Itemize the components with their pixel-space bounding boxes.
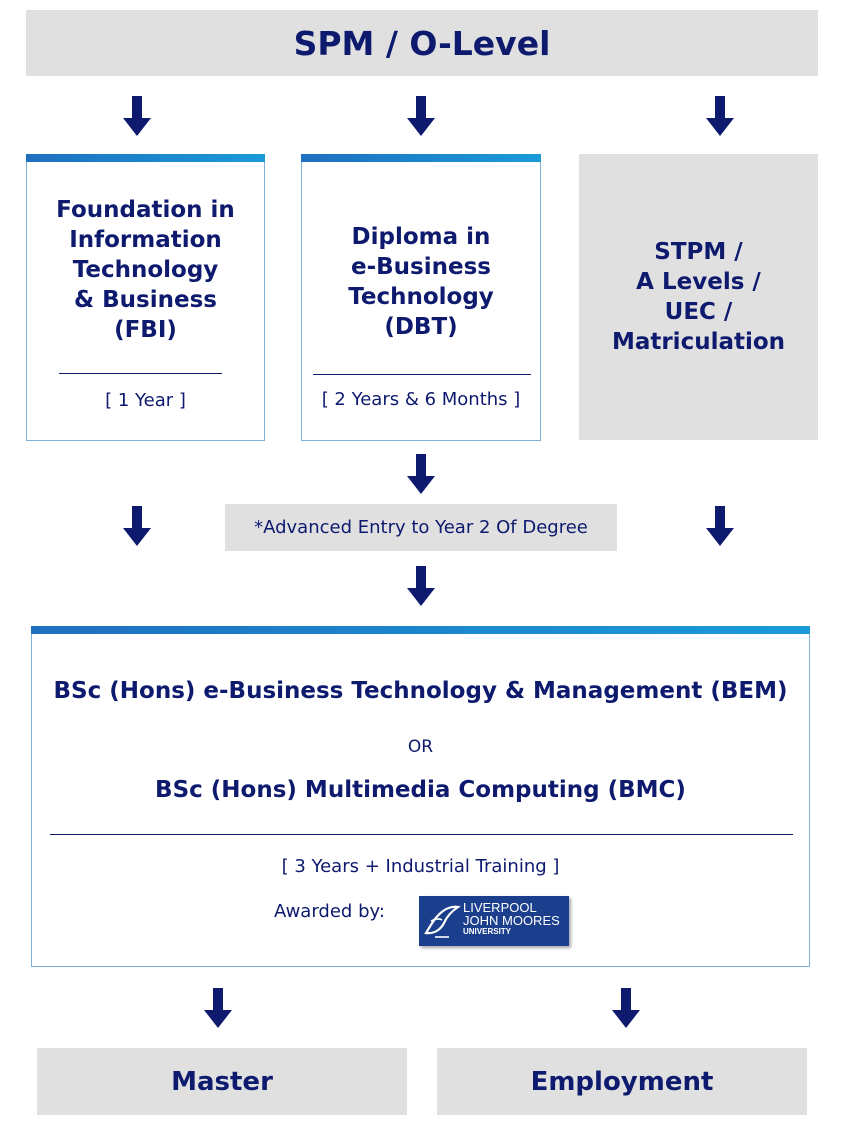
foundation-title-line: & Business xyxy=(74,287,217,313)
arrow-down-icon xyxy=(407,566,435,606)
foundation-title-line: Information xyxy=(69,227,222,253)
logo-wordmark: LIVERPOOL JOHN MOORES UNIVERSITY xyxy=(463,901,560,937)
card-stripe xyxy=(26,154,265,162)
entry-requirement-box: SPM / O-Level xyxy=(26,10,818,76)
arrow-down-icon xyxy=(204,988,232,1028)
diploma-title-line: Technology xyxy=(348,284,494,310)
diploma-title-line: e-Business xyxy=(351,254,491,280)
arrow-down-icon xyxy=(123,96,151,136)
foundation-title-line: (FBI) xyxy=(114,317,177,343)
arrow-down-icon xyxy=(407,96,435,136)
arrow-down-icon xyxy=(407,454,435,494)
foundation-title-line: Technology xyxy=(72,257,219,283)
degree-option-bmc: BSc (Hons) Multimedia Computing (BMC) xyxy=(155,777,686,803)
advanced-entry-box: *Advanced Entry to Year 2 Of Degree xyxy=(225,504,617,551)
liver-bird-icon xyxy=(424,905,461,938)
card-stripe xyxy=(301,154,541,162)
pre-university-box: STPM / A Levels / UEC / Matriculation xyxy=(579,154,818,440)
degree-or-label: OR xyxy=(407,737,434,757)
diploma-title-line: (DBT) xyxy=(384,314,458,340)
advanced-entry-label: *Advanced Entry to Year 2 Of Degree xyxy=(254,517,588,538)
ljmu-logo: LIVERPOOL JOHN MOORES UNIVERSITY xyxy=(419,896,569,946)
awarded-by-label: Awarded by: xyxy=(274,901,385,922)
degree-duration: [ 3 Years + Industrial Training ] xyxy=(281,856,560,877)
diploma-title: Diploma in e-Business Technology (DBT) xyxy=(302,222,540,342)
diploma-title-line: Diploma in xyxy=(351,224,491,250)
master-label: Master xyxy=(171,1066,273,1097)
diploma-card: Diploma in e-Business Technology (DBT) [… xyxy=(301,154,541,441)
logo-line: LIVERPOOL xyxy=(463,900,537,915)
entry-requirement-title: SPM / O-Level xyxy=(293,23,551,63)
divider xyxy=(50,834,793,835)
diploma-duration: [ 2 Years & 6 Months ] xyxy=(321,389,521,410)
card-stripe xyxy=(31,626,810,634)
employment-box: Employment xyxy=(437,1048,807,1115)
pre-university-line: STPM / xyxy=(654,239,743,265)
foundation-title: Foundation in Information Technology & B… xyxy=(27,195,264,345)
divider xyxy=(313,374,531,375)
arrow-down-icon xyxy=(123,506,151,546)
foundation-duration: [ 1 Year ] xyxy=(105,390,186,411)
pre-university-line: UEC / xyxy=(664,299,733,325)
employment-label: Employment xyxy=(530,1066,714,1097)
arrow-down-icon xyxy=(706,96,734,136)
arrow-down-icon xyxy=(612,988,640,1028)
logo-line: UNIVERSITY xyxy=(463,927,512,936)
arrow-down-icon xyxy=(706,506,734,546)
master-box: Master xyxy=(37,1048,407,1115)
foundation-card: Foundation in Information Technology & B… xyxy=(26,154,265,441)
degree-card: BSc (Hons) e-Business Technology & Manag… xyxy=(31,626,810,967)
pre-university-line: A Levels / xyxy=(636,269,761,295)
divider xyxy=(59,373,222,374)
pre-university-line: Matriculation xyxy=(611,329,786,355)
pre-university-list: STPM / A Levels / UEC / Matriculation xyxy=(612,237,785,357)
foundation-title-line: Foundation in xyxy=(56,197,235,223)
logo-line: JOHN MOORES xyxy=(463,913,560,928)
degree-option-bem: BSc (Hons) e-Business Technology & Manag… xyxy=(53,678,788,704)
